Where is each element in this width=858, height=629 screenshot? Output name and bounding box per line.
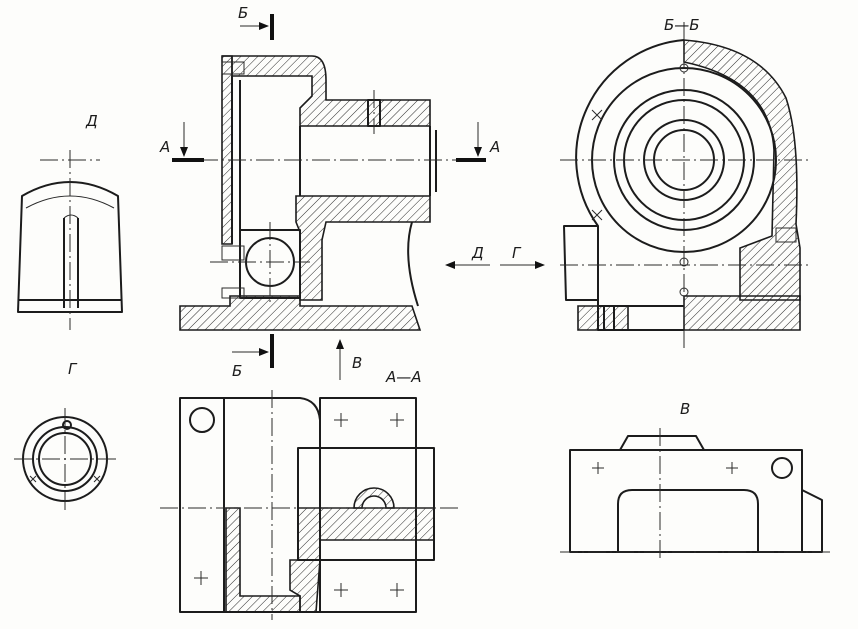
section-bb: [560, 22, 810, 352]
front-view: [172, 14, 545, 380]
label-d-view: Д: [85, 112, 98, 130]
label-cut-b-bottom: Б: [232, 362, 242, 380]
label-v-view: В: [680, 400, 690, 418]
label-cut-a-right: А: [489, 138, 500, 156]
label-cut-a-left: А: [159, 138, 170, 156]
label-arrow-d: Д: [471, 244, 484, 262]
label-cut-b-top: Б: [238, 4, 248, 22]
view-v: [560, 428, 830, 560]
label-arrow-g: Г: [512, 244, 522, 262]
section-aa: [160, 390, 460, 620]
view-g: [14, 408, 116, 510]
label-g-view: Г: [68, 360, 78, 378]
view-d: [17, 150, 123, 330]
label-section-bb: Б—Б: [664, 16, 700, 34]
label-arrow-v: В: [352, 354, 362, 372]
label-section-aa: А—А: [385, 368, 422, 386]
